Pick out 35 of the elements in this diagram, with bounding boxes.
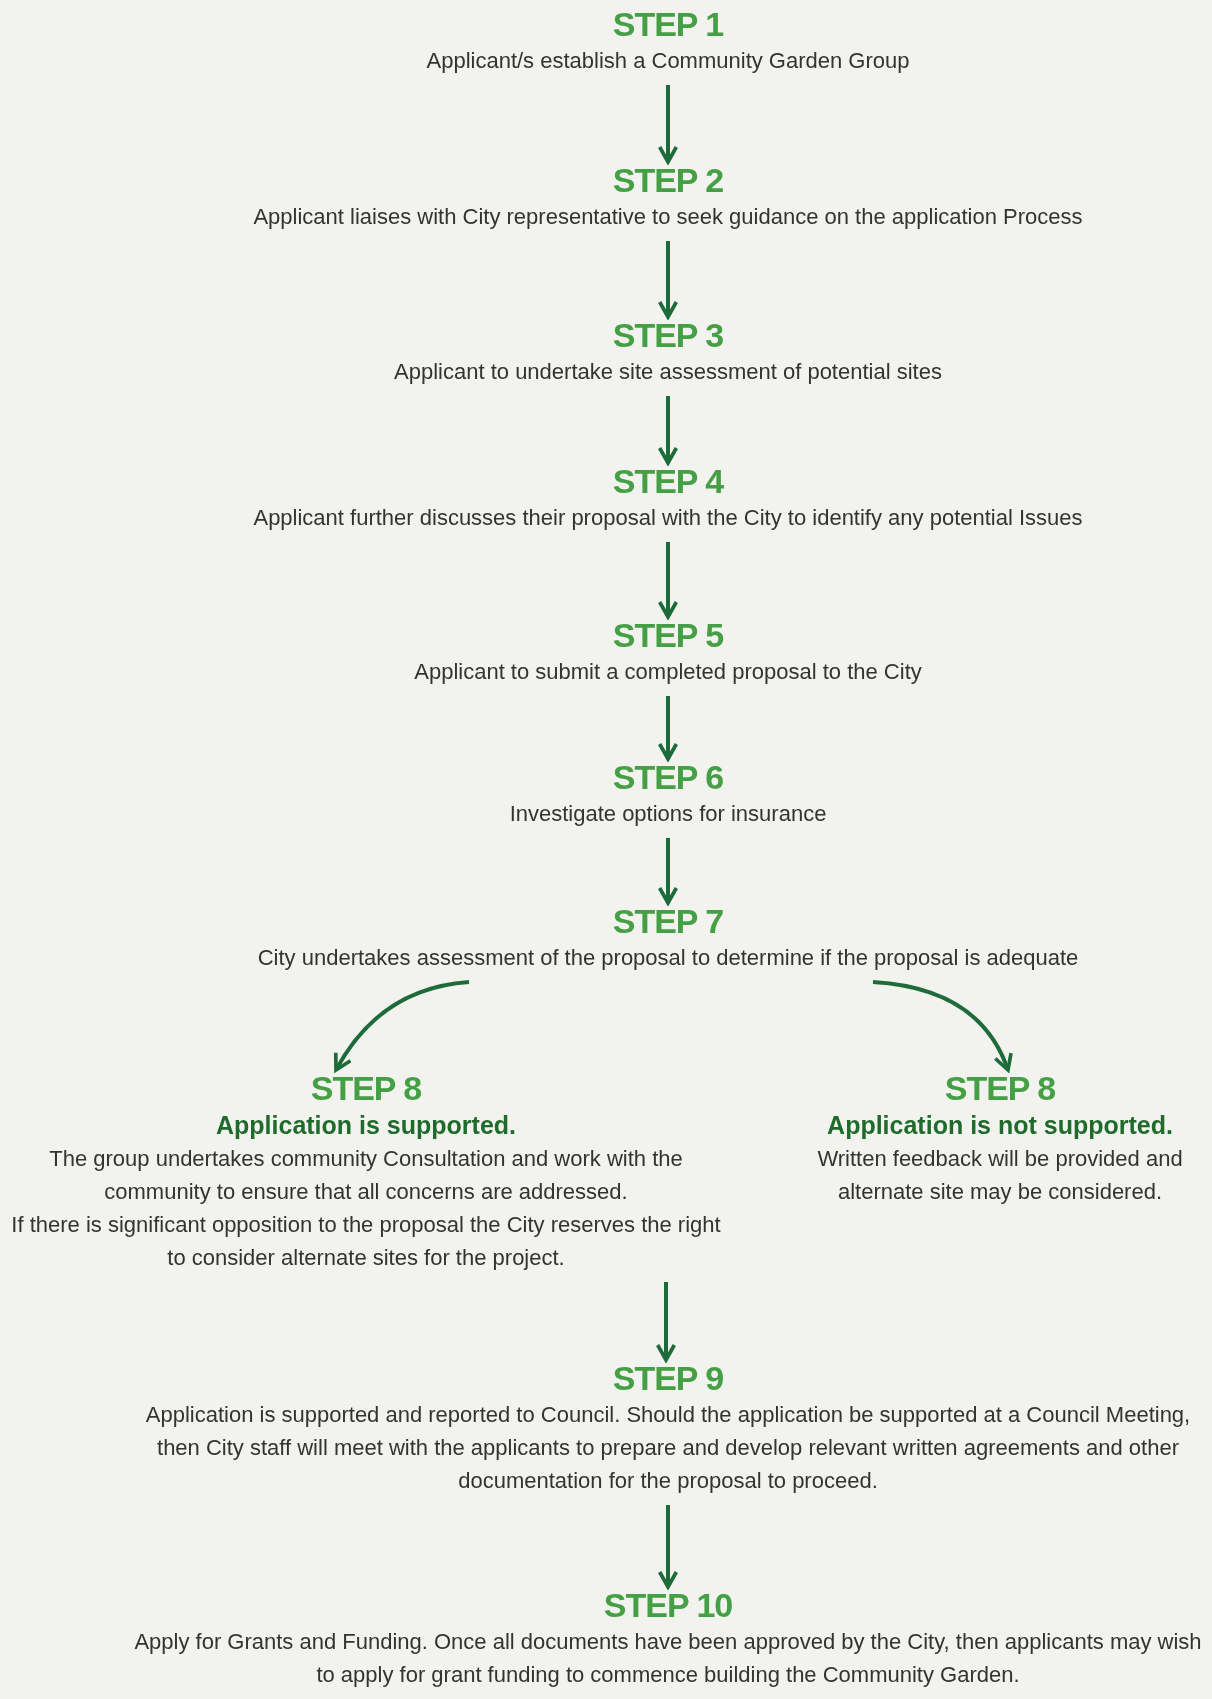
step-heading: STEP 2 (612, 160, 724, 200)
step-heading: STEP 1 (612, 4, 724, 44)
step-heading: STEP 10 (603, 1585, 733, 1625)
arrow (657, 241, 679, 319)
step-description: Written feedback will be provided and alternate site may be considered. (816, 1145, 1184, 1206)
step-description: Applicant liaises with City representative to seek guidance on the application Process (253, 203, 1083, 231)
step-heading: STEP 3 (612, 315, 724, 355)
step-heading: STEP 8 (310, 1068, 422, 1108)
step-description: If there is significant opposition to the proposal the City reserves the right to consider alternate sites for the project. (10, 1211, 722, 1272)
step-heading: STEP 9 (612, 1358, 724, 1398)
step-heading: STEP 8 (944, 1068, 1056, 1108)
step-heading: STEP 6 (612, 757, 724, 797)
step-heading: STEP 5 (612, 615, 724, 655)
step-description: Apply for Grants and Funding. Once all documents have been approved by the City, then applicants may wish to apply for grant funding to commence building the Community Garden. (133, 1628, 1203, 1689)
arrow (872, 980, 1013, 1072)
step-description: Applicant to undertake site assessment of potential sites (394, 358, 942, 386)
arrow (657, 838, 679, 905)
arrow (657, 396, 679, 465)
step-description: Applicant/s establish a Community Garden Group (426, 47, 910, 75)
arrow (657, 696, 679, 761)
arrow (655, 1282, 677, 1362)
step-description: Investigate options for insurance (509, 800, 827, 828)
arrow (657, 1505, 679, 1589)
step-description: Applicant further discusses their proposal with the City to identify any potential Issues (253, 504, 1083, 532)
step-description: Applicant to submit a completed proposal to the City (414, 658, 922, 686)
arrow (334, 980, 470, 1072)
step-description: The group undertakes community Consultation and work with the community to ensure that all concerns are addressed. (48, 1145, 684, 1206)
arrow (657, 85, 679, 164)
step-description: City undertakes assessment of the proposal to determine if the proposal is adequate (257, 944, 1079, 972)
step-subheading: Application is not supported. (827, 1110, 1173, 1141)
step-heading: STEP 7 (612, 901, 724, 941)
step-subheading: Application is supported. (216, 1110, 516, 1141)
step-description: Application is supported and reported to Council. Should the application be supported at a Council Meeting, then City staff will meet with the applicants to prepare and develop relevant written agreements and other documentation for the proposal to proceed. (144, 1401, 1192, 1495)
step-heading: STEP 4 (612, 461, 724, 501)
arrow (657, 542, 679, 619)
